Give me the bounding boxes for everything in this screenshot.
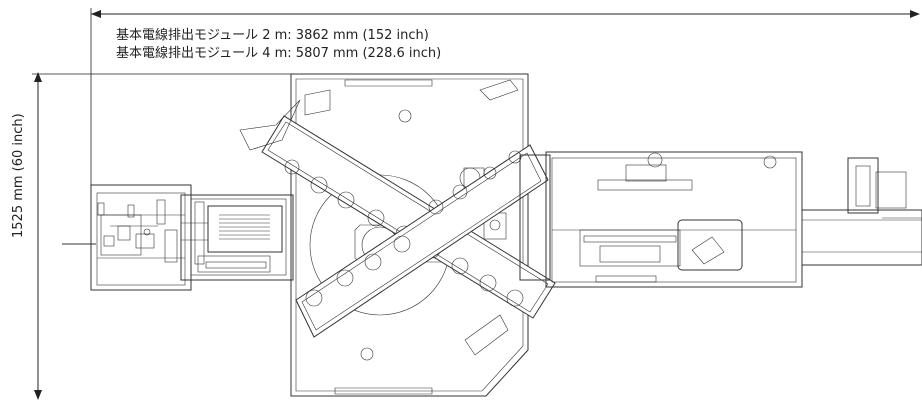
- processing-module: [180, 194, 294, 281]
- left-flap: [239, 99, 301, 151]
- arrow-left-icon: [91, 10, 101, 18]
- height-label: 1525 mm (60 inch): [11, 113, 26, 238]
- arrow-right-icon: [910, 10, 920, 18]
- gripper-arm-a: [261, 115, 556, 319]
- arrow-down-icon: [34, 390, 42, 400]
- gripper-arm-b: [295, 144, 549, 338]
- outfeed-conveyor: [801, 157, 922, 266]
- height-dimension-line: [32, 72, 300, 400]
- length-label-module-2: 基本電線排出モジュール 2 m: 3862 mm (152 inch): [116, 28, 429, 43]
- length-label-module-4: 基本電線排出モジュール 4 m: 5807 mm (228.6 inch): [116, 46, 442, 61]
- feeder-module: [62, 184, 192, 291]
- arrow-up-icon: [34, 72, 42, 82]
- press-module: [519, 151, 803, 288]
